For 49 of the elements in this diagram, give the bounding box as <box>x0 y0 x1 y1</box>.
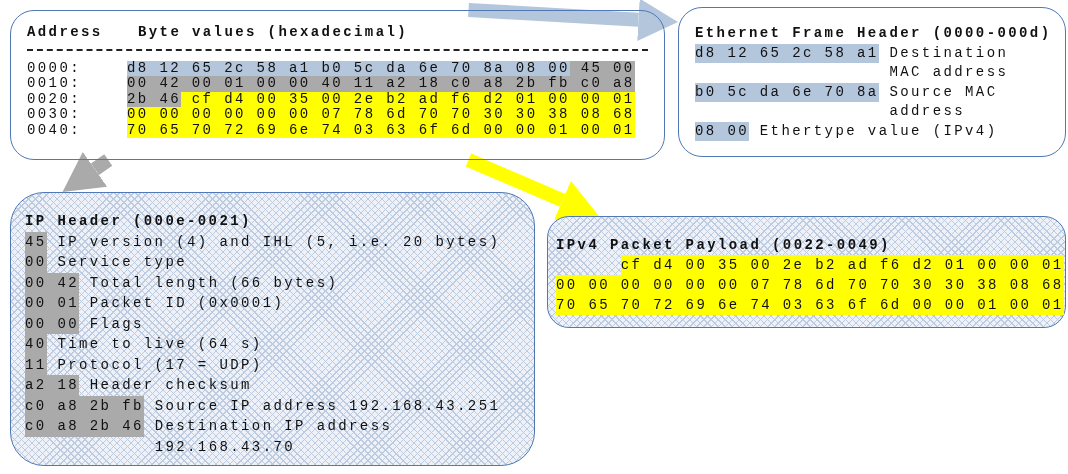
address-label: 0030: <box>27 107 82 123</box>
field-description: Service type <box>57 253 188 272</box>
field-description: Time to live (64 s) <box>57 335 263 354</box>
box-title: IPv4 Packet Payload (0022-0049) <box>556 236 891 255</box>
hex-bytes: 00 42 00 01 00 00 40 11 a2 18 c0 a8 2b fb c0 a8 <box>127 76 635 92</box>
hex-bytes: 00 42 <box>25 272 79 293</box>
arrow <box>468 0 678 41</box>
field-description: Source IP address 192.168.43.251 <box>154 396 501 416</box>
hex-bytes: cf d4 00 35 00 2e b2 ad f6 d2 01 00 00 01 <box>620 255 1064 275</box>
payload-panel <box>547 216 1066 328</box>
ip-header-panel <box>10 192 535 466</box>
hex-bytes: 00 00 00 00 00 00 07 78 6d 70 70 30 30 38 08 68 <box>556 275 1064 295</box>
hex-bytes: 40 <box>25 334 47 355</box>
address-label: 0040: <box>27 122 82 138</box>
field-description: IP version (4) and IHL (5, i.e. 20 bytes) <box>57 232 501 252</box>
field-description: Header checksum <box>89 376 252 395</box>
hex-bytes: c0 a8 2b fb <box>25 395 144 416</box>
hex-bytes: d8 12 65 2c 58 a1 b0 5c da 6e 70 8a 08 00 <box>127 60 570 76</box>
hex-bytes: 00 00 00 00 00 00 07 78 6d 70 70 30 30 38 08 68 <box>127 107 635 123</box>
hex-bytes: 08 00 <box>695 121 749 141</box>
hex-bytes: c0 a8 2b 46 <box>25 416 144 437</box>
field-description: Destination IP address 192.168.43.70 <box>154 417 394 457</box>
hex-bytes: 00 00 <box>25 313 79 334</box>
field-description: Ethertype value (IPv4) <box>759 121 998 141</box>
field-description: Flags <box>89 314 144 334</box>
address-label: 0020: <box>27 91 82 107</box>
arrow <box>62 151 113 192</box>
box-title: IP Header (000e-0021) <box>25 212 252 231</box>
column-heading: Byte values (hexadecimal) <box>138 25 409 41</box>
address-label: 0010: <box>27 76 82 92</box>
hex-bytes: 45 <box>25 231 47 252</box>
column-heading: Address <box>27 25 104 41</box>
hex-bytes: d8 12 65 2c 58 a1 <box>695 43 879 63</box>
field-description: Destination MAC address <box>889 43 1010 82</box>
hex-bytes: 45 00 <box>569 60 635 76</box>
hex-bytes: 00 <box>25 252 47 273</box>
hex-dump-panel <box>10 10 665 160</box>
hex-bytes: a2 18 <box>25 375 79 396</box>
box-title: Ethernet Frame Header (0000-000d) <box>695 24 1052 43</box>
hex-bytes: 70 65 70 72 69 6e 74 03 63 6f 6d 00 00 01 00 01 <box>556 295 1064 315</box>
hex-bytes: b0 5c da 6e 70 8a <box>695 82 879 102</box>
hex-bytes: 11 <box>25 354 47 375</box>
field-description: Source MAC address <box>889 82 999 121</box>
field-description: Protocol (17 = UDP) <box>57 355 263 375</box>
field-description: Total length (66 bytes) <box>89 273 339 293</box>
field-description: Packet ID (0x0001) <box>89 294 285 313</box>
address-label: 0000: <box>27 60 82 76</box>
hex-bytes: 00 01 <box>25 293 79 314</box>
ethernet-header-panel <box>678 7 1066 157</box>
